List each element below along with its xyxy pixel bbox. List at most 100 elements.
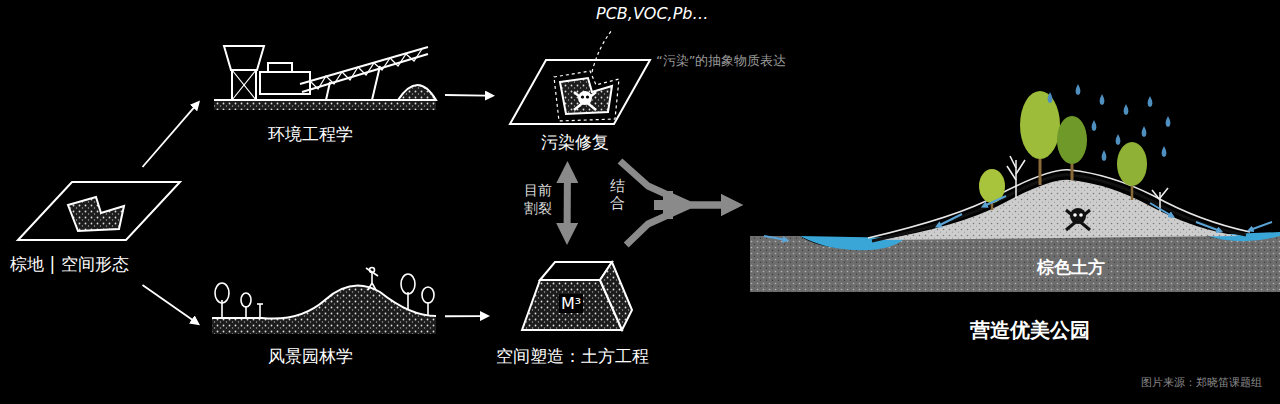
pollution-card-part bbox=[554, 71, 619, 121]
flow-arrow bbox=[445, 94, 486, 96]
rain-drops-part bbox=[1142, 126, 1147, 137]
skull-symbol-part bbox=[1070, 208, 1086, 224]
skull-symbol-part bbox=[1079, 213, 1083, 217]
rain-drops-part bbox=[1076, 84, 1081, 95]
earthwork-block bbox=[522, 262, 632, 330]
flow-arrow bbox=[564, 181, 571, 225]
industrial-machine-part bbox=[326, 82, 330, 100]
skull-symbol bbox=[574, 91, 596, 110]
landscape-sketch-part-part bbox=[371, 273, 373, 283]
node-label: 棕色土方 bbox=[1034, 257, 1108, 277]
landscape-sketch-part-part bbox=[215, 283, 229, 303]
flow-arrow bbox=[143, 285, 193, 320]
rain-drops-part bbox=[1162, 146, 1167, 157]
node-label: 风景园林学 bbox=[268, 346, 353, 366]
skull-symbol-part bbox=[574, 92, 596, 110]
industrial-machine-part bbox=[224, 46, 264, 70]
landscape-sketch-part-part bbox=[259, 304, 261, 318]
trees-part bbox=[1117, 142, 1147, 186]
node-label: 空间塑造：土方工程 bbox=[496, 346, 649, 366]
park-section-part bbox=[872, 175, 1246, 241]
landscape-sketch-part-part bbox=[427, 302, 429, 316]
landscape-sketch-part-part bbox=[241, 293, 251, 307]
industrial-machine-part bbox=[300, 47, 428, 84]
flow-arrow bbox=[626, 205, 723, 245]
park-section-part bbox=[868, 170, 1250, 238]
rain-drops-part bbox=[1102, 150, 1107, 161]
industrial-machine-part bbox=[232, 70, 256, 100]
diagram-node: 环境工程学 bbox=[205, 40, 440, 150]
diagram-node: 风景园林学 bbox=[205, 258, 440, 370]
trees-part bbox=[1057, 116, 1087, 164]
trees-part-part bbox=[1160, 188, 1168, 198]
flow-arrow bbox=[445, 315, 481, 317]
flow-arrows-part bbox=[1196, 222, 1220, 231]
node-label: 棕地 | 空间形态 bbox=[10, 254, 129, 274]
trees-part-part bbox=[1152, 190, 1160, 200]
landscape-sketch-part-part bbox=[257, 303, 263, 305]
landscape-sketch-part-part bbox=[366, 268, 378, 276]
landscape-sketch-part bbox=[212, 286, 436, 334]
skull-symbol-part bbox=[574, 92, 596, 110]
diagram-node: 棕地 | 空间形态 bbox=[6, 172, 188, 280]
plus-sign bbox=[654, 191, 682, 219]
node-label: 环境工程学 bbox=[268, 124, 353, 144]
flow-arrows-part bbox=[1150, 203, 1172, 216]
flow-arrows-part bbox=[764, 236, 786, 240]
trees-part bbox=[1020, 91, 1060, 159]
rain-drops-part bbox=[1166, 116, 1171, 127]
industrial-machine-part bbox=[372, 66, 380, 100]
landscape-sketch-part-part bbox=[368, 283, 372, 290]
earthwork-block-part bbox=[600, 262, 632, 330]
rain-drops-part bbox=[1100, 94, 1105, 105]
annotation-label: PCB,VOC,Pb… bbox=[596, 4, 708, 23]
industrial-machine-part bbox=[310, 49, 422, 89]
landscape-sketch-part-part bbox=[372, 283, 376, 290]
landscape-sketch-part bbox=[215, 268, 434, 319]
annotation-label: 结合 bbox=[610, 178, 625, 211]
skull-symbol-part bbox=[1073, 213, 1077, 217]
annotation-label: M³ bbox=[559, 294, 583, 313]
industrial-machine-part bbox=[398, 85, 436, 100]
flow-arrow bbox=[143, 107, 195, 167]
skull-symbol-part bbox=[586, 95, 589, 98]
rain-drops-part bbox=[1092, 120, 1097, 131]
landscape-sketch bbox=[212, 268, 436, 335]
diagram-node: 污染修复 bbox=[500, 52, 650, 156]
rain-drops-part bbox=[1116, 134, 1121, 145]
pollution-card-part bbox=[560, 78, 612, 114]
edge-label: 目前 割裂 bbox=[524, 182, 555, 217]
brownfield-card-part bbox=[68, 197, 124, 231]
rain-drops-part bbox=[1124, 104, 1129, 115]
flow-arrows-part bbox=[938, 214, 962, 226]
rain-drops bbox=[1048, 84, 1171, 161]
industrial-machine-part bbox=[255, 70, 257, 100]
pollution-card-part bbox=[510, 60, 650, 124]
rain-drops-part bbox=[1048, 92, 1053, 103]
brownfield-card-part bbox=[18, 182, 180, 240]
industrial-machine-part bbox=[232, 70, 256, 100]
trees-part-part bbox=[1016, 160, 1025, 174]
industrial-machine-part bbox=[302, 54, 428, 92]
flow-arrows bbox=[764, 196, 1272, 240]
skull-symbol-part bbox=[578, 91, 592, 105]
pollution-card bbox=[510, 30, 650, 124]
plus-sign-part bbox=[663, 191, 673, 219]
node-label: 营造优美公园 bbox=[970, 318, 1090, 342]
node-label: 污染修复 bbox=[541, 132, 609, 152]
industrial-machine-part bbox=[231, 70, 233, 100]
industrial-machine-part bbox=[268, 63, 292, 72]
trees bbox=[979, 91, 1168, 212]
industrial-machine-part bbox=[214, 100, 436, 110]
landscape-sketch-part-part bbox=[422, 287, 434, 303]
rain-drops-part bbox=[1148, 96, 1153, 107]
pollution-card-part bbox=[592, 30, 612, 72]
brownfield-card bbox=[18, 182, 180, 240]
skull-symbol bbox=[1066, 208, 1090, 230]
trees-part-part bbox=[1010, 156, 1016, 168]
landscape-sketch-part-part bbox=[401, 274, 415, 294]
